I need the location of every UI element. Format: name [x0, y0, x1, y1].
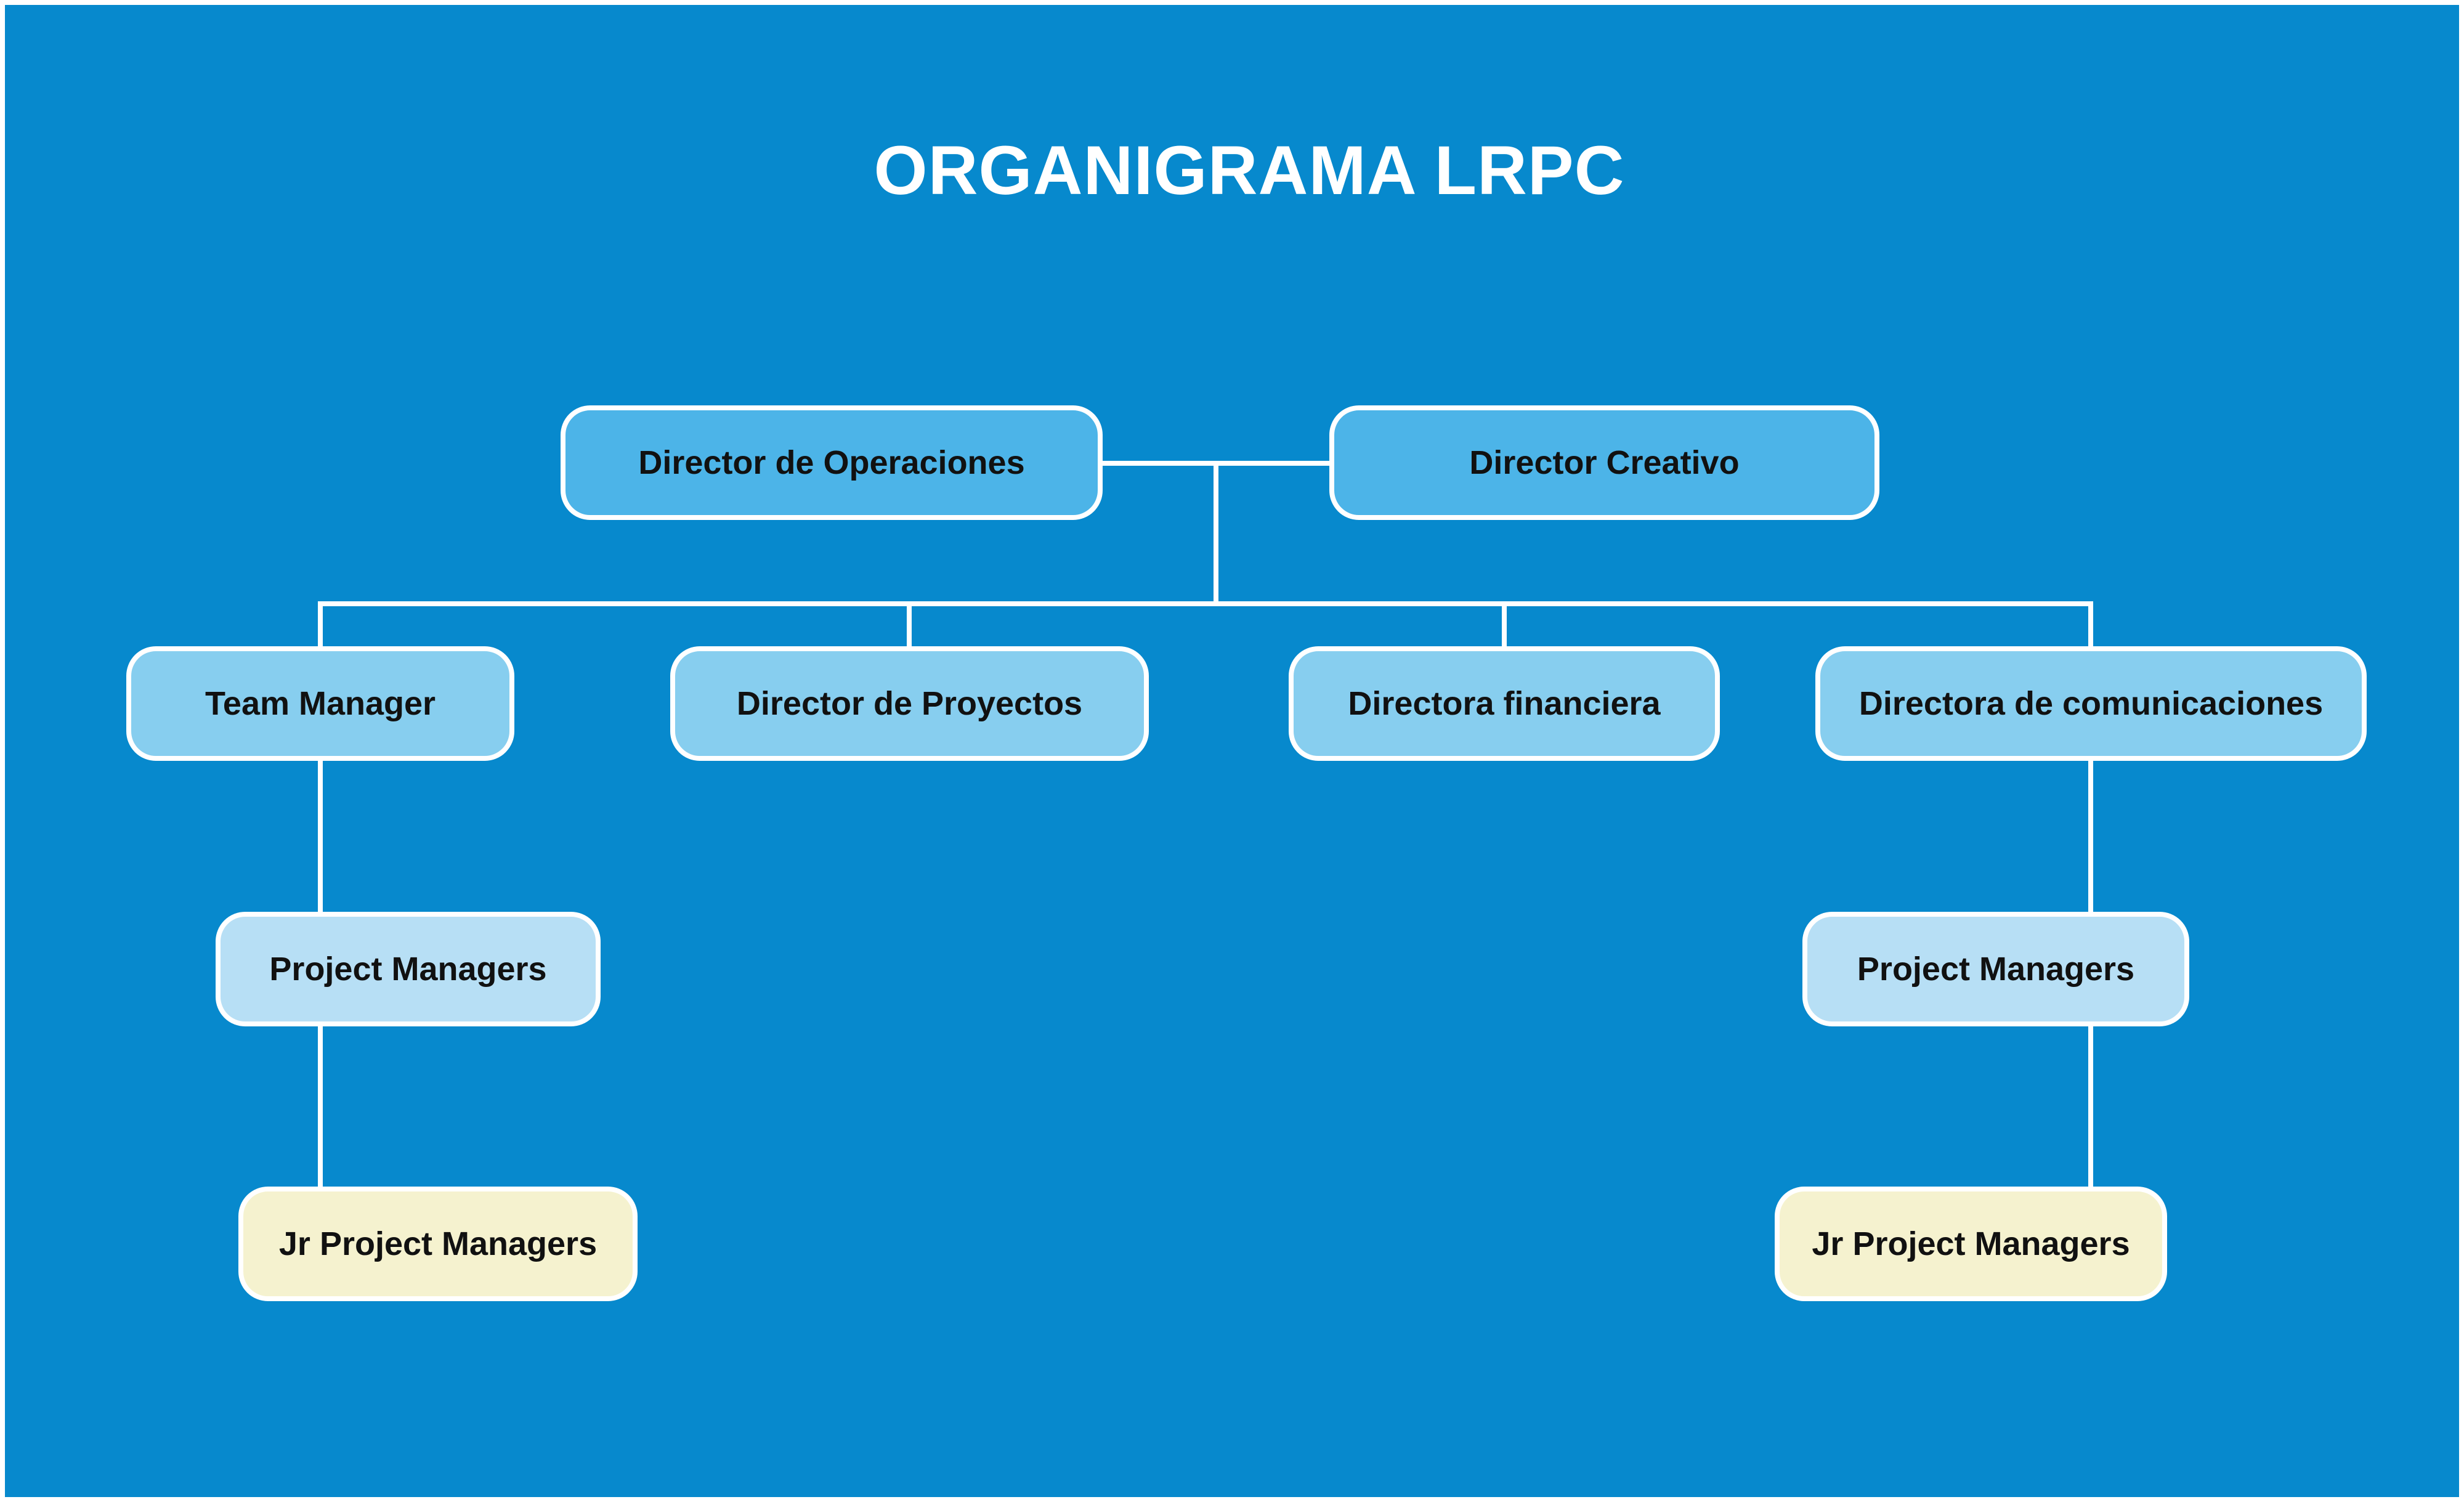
connector-bus-horizontal: [318, 601, 2093, 606]
node-label: Directora de comunicaciones: [1858, 685, 2324, 722]
node-director-de-operaciones: Director de Operaciones: [561, 405, 1103, 520]
node-directora-de-comunicaciones: Directora de comunicaciones: [1815, 646, 2367, 761]
node-label: Directora financiera: [1348, 685, 1661, 722]
node-director-creativo: Director Creativo: [1329, 405, 1879, 520]
node-jr-project-managers-left: Jr Project Managers: [238, 1187, 638, 1301]
node-project-managers-left: Project Managers: [216, 912, 601, 1026]
node-director-de-proyectos: Director de Proyectos: [670, 646, 1149, 761]
connector-left-chain-vertical: [318, 601, 323, 1189]
page-title: ORGANIGRAMA LRPC: [873, 132, 1625, 209]
node-label: Project Managers: [269, 951, 547, 988]
node-label: Project Managers: [1857, 951, 2135, 988]
connector-stub-director-proyectos: [907, 601, 912, 657]
node-label: Director Creativo: [1469, 444, 1740, 481]
node-jr-project-managers-right: Jr Project Managers: [1775, 1187, 2167, 1301]
connector-stub-directora-financiera: [1502, 601, 1507, 657]
connector-top-pair-drop: [1214, 461, 1218, 606]
node-team-manager: Team Manager: [126, 646, 514, 761]
node-directora-financiera: Directora financiera: [1289, 646, 1720, 761]
node-label: Jr Project Managers: [1812, 1225, 2130, 1262]
node-label: Director de Proyectos: [736, 685, 1083, 722]
node-label: Jr Project Managers: [278, 1225, 598, 1262]
node-label: Team Manager: [205, 685, 436, 722]
connector-right-chain-vertical: [2088, 601, 2093, 1189]
node-project-managers-right: Project Managers: [1802, 912, 2189, 1026]
node-label: Director de Operaciones: [638, 444, 1025, 481]
